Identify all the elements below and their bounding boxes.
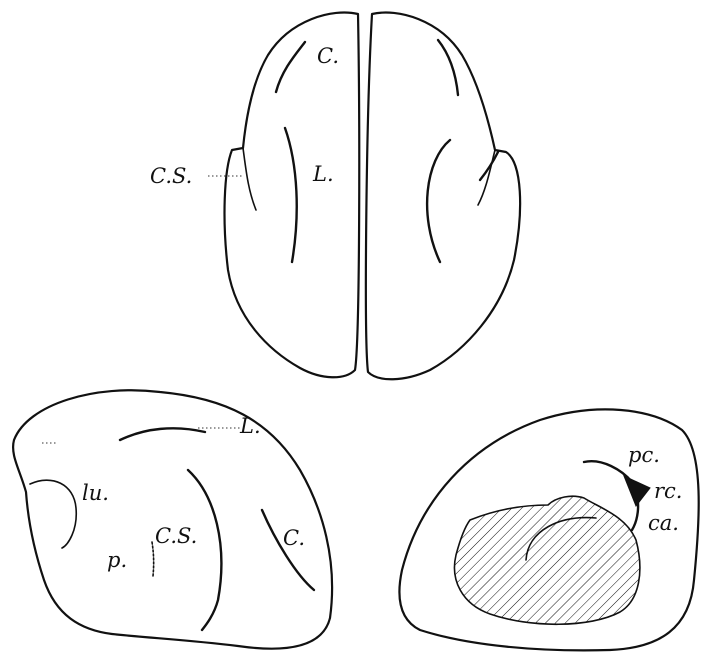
- left-coronal-sulcus: [276, 42, 305, 92]
- hatched-region: [454, 496, 639, 624]
- lateral-label-c: C.: [283, 526, 305, 550]
- top-label-c: C.: [317, 44, 339, 68]
- top-label-cs: C.S.: [150, 164, 192, 188]
- lateral-view: L. lu. C.S. p. C.: [13, 390, 332, 648]
- frontal-notch: [30, 480, 76, 548]
- lateral-l-sulcus: [120, 428, 205, 440]
- left-frontal-edge: [243, 148, 256, 210]
- lateral-label-p: p.: [107, 548, 127, 572]
- lateral-p-sulcus: [152, 542, 154, 576]
- medial-label-ca: ca.: [648, 511, 679, 535]
- left-hemisphere-outline: [225, 13, 360, 378]
- lateral-label-cs: C.S.: [155, 524, 197, 548]
- medial-view: pc. rc. ca.: [399, 409, 698, 650]
- right-lateral-sulcus: [427, 140, 450, 262]
- medial-rc-wedge: [624, 476, 650, 506]
- lateral-cs-sulcus: [188, 470, 221, 630]
- top-label-l: L.: [312, 162, 334, 186]
- dorsal-view: C. C.S. L.: [150, 13, 520, 380]
- left-lateral-sulcus: [285, 128, 297, 262]
- right-hemisphere-outline: [366, 13, 520, 380]
- lateral-label-l: L.: [239, 414, 261, 438]
- lateral-label-lu: lu.: [82, 481, 109, 505]
- lateral-c-sulcus: [262, 510, 314, 590]
- medial-label-rc: rc.: [654, 479, 682, 503]
- medial-label-pc: pc.: [628, 443, 660, 467]
- right-coronal-sulcus: [438, 40, 458, 95]
